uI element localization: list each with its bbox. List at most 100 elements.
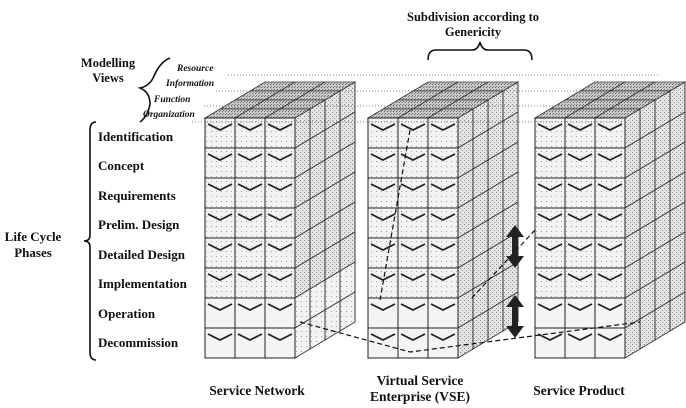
stack-front-cell	[234, 327, 266, 359]
stack-front-cell	[427, 297, 459, 329]
stack-front-cell	[367, 177, 399, 209]
life-cycle-brace	[83, 121, 97, 361]
stack-front-cell	[367, 327, 399, 359]
stack-front-cell	[534, 177, 566, 209]
life-cycle-title-line2: Phases	[14, 245, 52, 260]
stack-front-cell	[397, 267, 429, 299]
stack-front-cell	[367, 297, 399, 329]
genericity-label-line2: Genericity	[444, 25, 502, 39]
phase-detailed-design: Detailed Design	[98, 247, 186, 262]
stack-front-cell	[264, 207, 296, 239]
stack-front-cell	[564, 327, 596, 359]
chevron-mark	[400, 183, 426, 192]
chevron-mark	[597, 303, 623, 312]
stack-front-cell	[397, 117, 429, 149]
chevron-mark	[537, 303, 563, 312]
chevron-mark	[267, 153, 293, 162]
stack-front-cell	[204, 297, 236, 329]
stack-front-cell	[594, 327, 626, 359]
chevron-mark	[597, 273, 623, 282]
stack-front-cell	[594, 117, 626, 149]
stack-front-cell	[234, 237, 266, 269]
stack-front-cell	[397, 237, 429, 269]
phase-identification: Identification	[98, 129, 174, 144]
chevron-mark	[537, 333, 563, 342]
stack-front-cell	[564, 117, 596, 149]
stack-front-cell	[427, 207, 459, 239]
double-arrow	[506, 256, 524, 268]
modelling-views-title-line2: Views	[92, 71, 124, 85]
connector-dashed-line	[379, 129, 411, 301]
chevron-mark	[267, 303, 293, 312]
stack-front-cell	[564, 267, 596, 299]
stack-front-cell	[427, 177, 459, 209]
stack-front-cell	[397, 327, 429, 359]
chevron-mark	[267, 273, 293, 282]
stack-front-cell	[534, 237, 566, 269]
double-arrow	[506, 225, 524, 237]
chevron-mark	[237, 243, 263, 252]
stack-front-cell	[564, 237, 596, 269]
chevron-mark	[597, 153, 623, 162]
stack-front-cell	[427, 267, 459, 299]
stack-front-cell	[264, 297, 296, 329]
stack-front-cell	[367, 207, 399, 239]
phase-concept: Concept	[98, 158, 145, 173]
genericity-brace	[427, 41, 533, 61]
chevron-mark	[207, 273, 233, 282]
chevron-mark	[597, 243, 623, 252]
chevron-mark	[567, 303, 593, 312]
stack-front-cell	[264, 177, 296, 209]
stack-front-cell	[534, 207, 566, 239]
label-vse: Virtual Service Enterprise (VSE)	[355, 373, 485, 405]
chevron-mark	[567, 183, 593, 192]
chevron-mark	[567, 153, 593, 162]
phase-operation: Operation	[98, 306, 156, 321]
chevron-mark	[207, 243, 233, 252]
stack-front-cell	[264, 117, 296, 149]
stack-front-cell	[204, 117, 236, 149]
stack-front-cell	[367, 147, 399, 179]
chevron-mark	[537, 273, 563, 282]
stack-front-cell	[534, 297, 566, 329]
stack-front-cell	[397, 177, 429, 209]
chevron-mark	[237, 123, 263, 132]
stack-front-cell	[234, 207, 266, 239]
chevron-mark	[237, 303, 263, 312]
stack-front-cell	[367, 237, 399, 269]
chevron-mark	[267, 213, 293, 222]
phase-decommission: Decommission	[98, 335, 179, 350]
chevron-mark	[207, 213, 233, 222]
chevron-mark	[537, 213, 563, 222]
chevron-mark	[370, 243, 396, 252]
chevron-mark	[207, 153, 233, 162]
chevron-mark	[400, 303, 426, 312]
chevron-mark	[430, 153, 456, 162]
view-information: Information	[166, 79, 215, 89]
stack-front-cell	[264, 147, 296, 179]
chevron-mark	[400, 123, 426, 132]
phase-requirements: Requirements	[98, 188, 176, 203]
label-vse-line1: Virtual Service	[376, 373, 464, 388]
double-arrow	[506, 326, 524, 338]
chevron-mark	[370, 303, 396, 312]
chevron-mark	[567, 243, 593, 252]
chevron-mark	[370, 183, 396, 192]
chevron-mark	[237, 153, 263, 162]
stack-front-cell	[264, 327, 296, 359]
chevron-mark	[567, 273, 593, 282]
chevron-mark	[430, 303, 456, 312]
label-service-product: Service Product	[533, 383, 625, 398]
stack-front-cell	[594, 177, 626, 209]
modelling-views-title-line1: Modelling	[80, 56, 136, 70]
chevron-mark	[207, 303, 233, 312]
stack-front-cell	[204, 237, 236, 269]
life-cycle-title-line1: Life Cycle	[4, 229, 62, 244]
label-vse-line2: Enterprise (VSE)	[369, 389, 471, 404]
chevron-mark	[237, 183, 263, 192]
stack-front-cell	[204, 267, 236, 299]
stack-front-cell	[367, 117, 399, 149]
stack-front-cell	[564, 177, 596, 209]
chevron-mark	[597, 333, 623, 342]
stack-front-cell	[427, 327, 459, 359]
